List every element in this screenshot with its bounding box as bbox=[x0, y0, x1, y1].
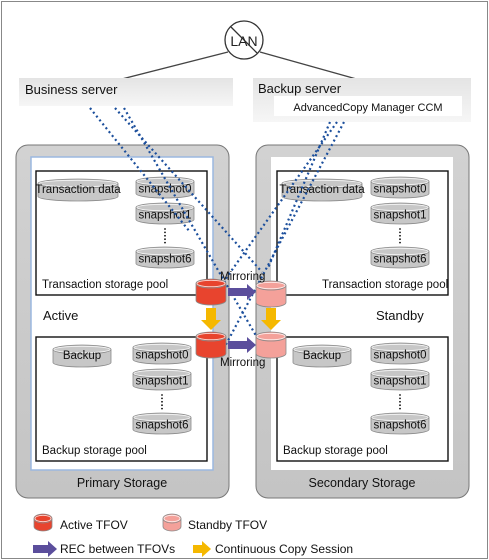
legend-rec-arrow-icon bbox=[33, 541, 57, 557]
legend-standby-tfov-label: Standby TFOV bbox=[188, 518, 267, 532]
legend-standby-tfov-icon bbox=[162, 513, 182, 532]
primary-backup-pool: Backup storage pool Backup snapshot0 snapsh… bbox=[35, 336, 208, 462]
secondary-backup-snapshot-0-label: snapshot0 bbox=[373, 350, 426, 362]
copy-arrow-active bbox=[201, 308, 221, 330]
primary-transaction-snapshot-ellipsis bbox=[164, 228, 166, 244]
link-backup-to-active-transaction bbox=[221, 121, 338, 285]
legend-rec-label: REC between TFOVs bbox=[60, 542, 175, 556]
secondary-transaction-pool: Transaction storage pool Transaction data… bbox=[276, 170, 449, 296]
primary-transaction-snapshot-2-label: snapshot6 bbox=[138, 254, 191, 266]
rec-arrow-transaction bbox=[228, 284, 256, 300]
backup-server-label: Backup server bbox=[258, 81, 342, 96]
secondary-backup-data-volume bbox=[292, 344, 352, 368]
link-business-to-active-transaction bbox=[89, 107, 191, 233]
primary-backup-snapshot-0: snapshot0 bbox=[132, 342, 192, 365]
lan-icon: LAN bbox=[117, 20, 361, 81]
primary-backup-data-volume bbox=[52, 344, 112, 368]
secondary-storage-title: Secondary Storage bbox=[308, 476, 415, 490]
copy-arrow-standby bbox=[261, 308, 281, 330]
primary-transaction-snapshot-1: snapshot1 bbox=[135, 202, 195, 225]
primary-transaction-snapshot-2: snapshot6 bbox=[135, 246, 195, 269]
secondary-transaction-pool-label: Transaction storage pool bbox=[322, 279, 448, 291]
primary-transaction-data-label: Transaction data bbox=[35, 184, 121, 196]
primary-backup-snapshot-0-label: snapshot0 bbox=[135, 350, 188, 362]
secondary-backup-snapshot-2: snapshot6 bbox=[370, 412, 430, 435]
primary-backup-snapshot-ellipsis bbox=[161, 394, 163, 410]
secondary-backup-snapshot-0: snapshot0 bbox=[370, 342, 430, 365]
backup-server: Backup server AdvancedCopy Manager CCM bbox=[253, 78, 471, 122]
secondary-transaction-snapshot-2: snapshot6 bbox=[370, 246, 430, 269]
link-backup-to-active-backup bbox=[221, 121, 345, 353]
mirroring-top-label: Mirroring bbox=[220, 271, 265, 283]
secondary-transaction-snapshot-ellipsis bbox=[399, 228, 401, 244]
standby-tfov-transaction bbox=[255, 280, 287, 308]
primary-transaction-snapshot-0-label: snapshot0 bbox=[138, 184, 191, 196]
active-tfov-backup bbox=[195, 331, 227, 359]
lan-label: LAN bbox=[230, 33, 257, 49]
primary-storage-title: Primary Storage bbox=[77, 476, 167, 490]
legend-copy-session-label: Continuous Copy Session bbox=[215, 542, 353, 556]
rec-arrow-backup bbox=[228, 337, 256, 353]
active-status-label: Active bbox=[43, 308, 78, 323]
primary-backup-snapshot-2-label: snapshot6 bbox=[135, 420, 188, 432]
secondary-backup-pool: Backup storage pool Backup snapshot0 snapsh… bbox=[276, 336, 449, 462]
primary-transaction-snapshot-1-label: snapshot1 bbox=[138, 210, 191, 222]
secondary-transaction-snapshot-1-label: snapshot1 bbox=[373, 210, 426, 222]
primary-backup-snapshot-2: snapshot6 bbox=[132, 412, 192, 435]
secondary-transaction-snapshot-0-label: snapshot0 bbox=[373, 184, 426, 196]
secondary-backup-snapshot-1-label: snapshot1 bbox=[373, 376, 426, 388]
primary-backup-snapshot-1-label: snapshot1 bbox=[135, 376, 188, 388]
secondary-backup-snapshot-2-label: snapshot6 bbox=[373, 420, 426, 432]
secondary-backup-snapshot-ellipsis bbox=[399, 394, 401, 410]
tfov-layer bbox=[195, 278, 287, 359]
secondary-backup-data-label: Backup bbox=[303, 350, 341, 362]
ccm-software-label: AdvancedCopy Manager CCM bbox=[293, 102, 442, 114]
active-tfov-transaction bbox=[195, 278, 227, 306]
link-business-to-standby-backup bbox=[123, 107, 263, 347]
secondary-backup-pool-label: Backup storage pool bbox=[283, 445, 388, 457]
secondary-transaction-snapshot-0: snapshot0 bbox=[370, 176, 430, 199]
legend-active-tfov-label: Active TFOV bbox=[60, 518, 128, 532]
mirroring-bottom-label: Mirroring bbox=[220, 357, 265, 369]
business-server: Business server bbox=[19, 78, 233, 106]
standby-tfov-backup bbox=[255, 331, 287, 359]
secondary-backup-snapshot-1: snapshot1 bbox=[370, 368, 430, 391]
primary-backup-data-label: Backup bbox=[63, 350, 101, 362]
business-server-label: Business server bbox=[25, 82, 118, 97]
legend: Active TFOV Standby TFOV REC between TFO… bbox=[33, 513, 353, 557]
primary-transaction-pool-label: Transaction storage pool bbox=[42, 279, 168, 291]
standby-status-label: Standby bbox=[376, 308, 424, 323]
primary-backup-snapshot-1: snapshot1 bbox=[132, 368, 192, 391]
legend-copy-arrow-icon bbox=[193, 541, 211, 557]
secondary-transaction-snapshot-1: snapshot1 bbox=[370, 202, 430, 225]
primary-backup-pool-label: Backup storage pool bbox=[42, 445, 147, 457]
server-links bbox=[89, 107, 345, 353]
secondary-transaction-data-label: Transaction data bbox=[279, 184, 365, 196]
link-backup-to-standby bbox=[266, 121, 332, 269]
primary-transaction-data-volume bbox=[37, 178, 119, 202]
legend-active-tfov-icon bbox=[33, 513, 53, 532]
primary-transaction-pool: Transaction storage pool Transaction data… bbox=[35, 170, 208, 296]
secondary-transaction-snapshot-2-label: snapshot6 bbox=[373, 254, 426, 266]
